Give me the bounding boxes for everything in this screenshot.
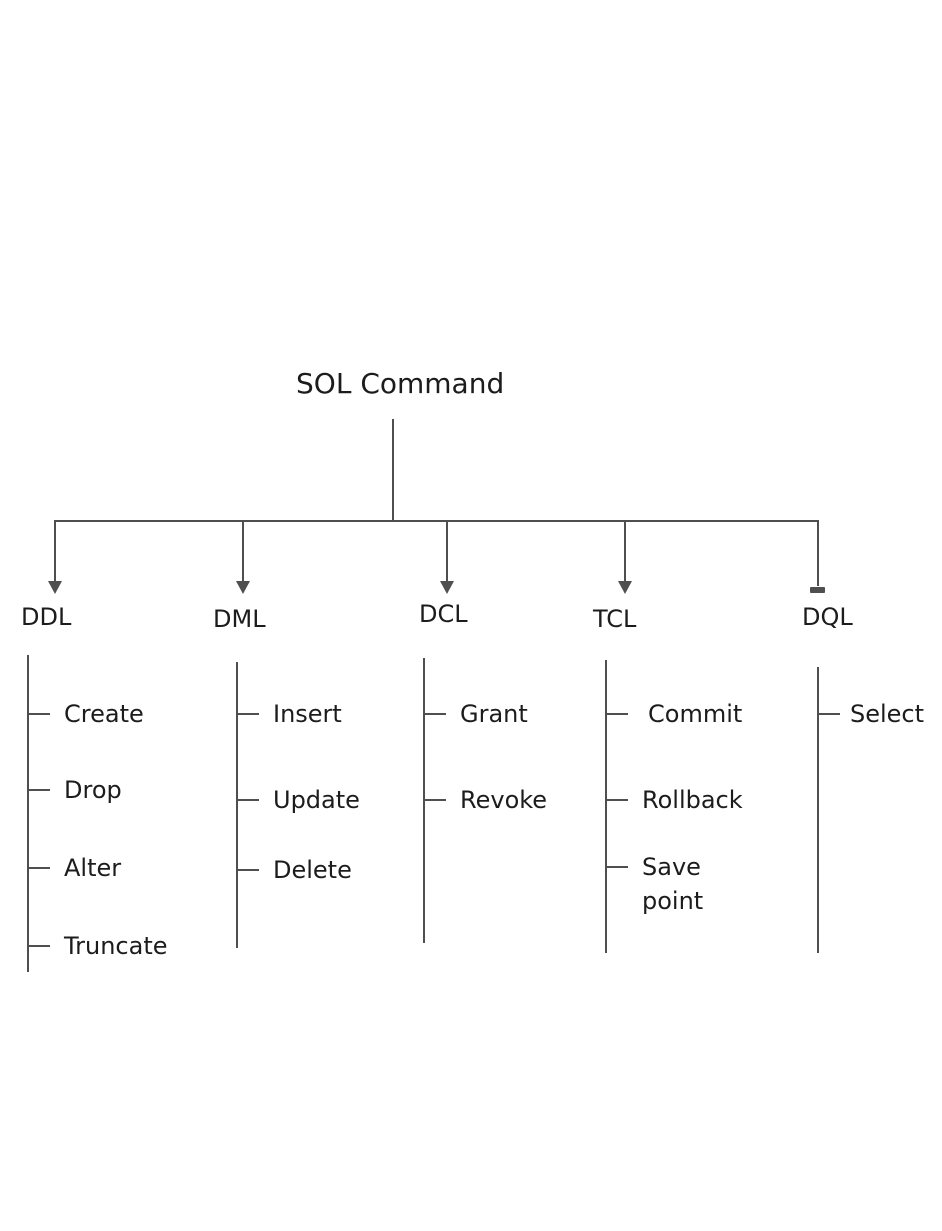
item-tick-line (423, 713, 446, 715)
item-insert: Insert (236, 700, 342, 728)
item-label: Select (850, 700, 925, 728)
item-alter: Alter (27, 854, 121, 882)
item-delete: Delete (236, 856, 352, 884)
item-drop: Drop (27, 776, 122, 804)
branch-drop-line-dcl (446, 520, 448, 582)
item-save-point: Save point (605, 850, 720, 918)
branch-drop-line-dql (817, 520, 819, 586)
branch-drop-line-tcl (624, 520, 626, 582)
column-stem-tcl (605, 660, 607, 953)
item-label: Insert (273, 700, 342, 728)
item-label: Commit (648, 700, 743, 728)
item-label: Drop (64, 776, 122, 804)
column-stem-dml (236, 662, 238, 948)
branch-label-dcl: DCL (419, 600, 468, 628)
item-label: Rollback (642, 786, 743, 814)
item-label: Alter (64, 854, 122, 882)
item-label: Save point (642, 853, 704, 915)
arrow-down-icon (48, 581, 62, 594)
item-tick-line (27, 945, 50, 947)
item-label: Grant (460, 700, 528, 728)
item-label: Update (273, 786, 360, 814)
column-stem-ddl (27, 655, 29, 972)
arrow-down-icon (236, 581, 250, 594)
column-stem-dql (817, 667, 819, 953)
item-label: Truncate (64, 932, 168, 960)
diagram-root-title: SOL Command (296, 367, 505, 400)
branch-horizontal-bar (55, 520, 819, 522)
branch-label-ddl: DDL (21, 603, 72, 631)
item-tick-line (605, 866, 628, 868)
item-label: Revoke (460, 786, 548, 814)
branch-drop-line-ddl (54, 520, 56, 582)
arrow-down-icon (618, 581, 632, 594)
item-tick-line (236, 869, 259, 871)
item-rollback: Rollback (605, 786, 743, 814)
item-tick-line (605, 713, 628, 715)
item-tick-line (27, 867, 50, 869)
item-tick-line (605, 799, 628, 801)
item-create: Create (27, 700, 144, 728)
item-revoke: Revoke (423, 786, 547, 814)
item-tick-line (817, 713, 840, 715)
arrow-down-icon (440, 581, 454, 594)
item-label: Delete (273, 856, 352, 884)
item-tick-line (27, 713, 50, 715)
item-commit: Commit (605, 700, 742, 728)
arrow-down-icon (810, 587, 825, 593)
item-tick-line (236, 713, 259, 715)
item-tick-line (423, 799, 446, 801)
branch-label-dml: DML (213, 605, 266, 633)
item-select: Select (817, 700, 924, 728)
item-truncate: Truncate (27, 932, 168, 960)
item-grant: Grant (423, 700, 528, 728)
branch-drop-line-dml (242, 520, 244, 582)
item-update: Update (236, 786, 360, 814)
item-tick-line (27, 789, 50, 791)
branch-label-dql: DQL (802, 603, 853, 631)
item-tick-line (236, 799, 259, 801)
branch-label-tcl: TCL (593, 605, 637, 633)
item-label: Create (64, 700, 144, 728)
root-trunk-line (392, 419, 394, 521)
